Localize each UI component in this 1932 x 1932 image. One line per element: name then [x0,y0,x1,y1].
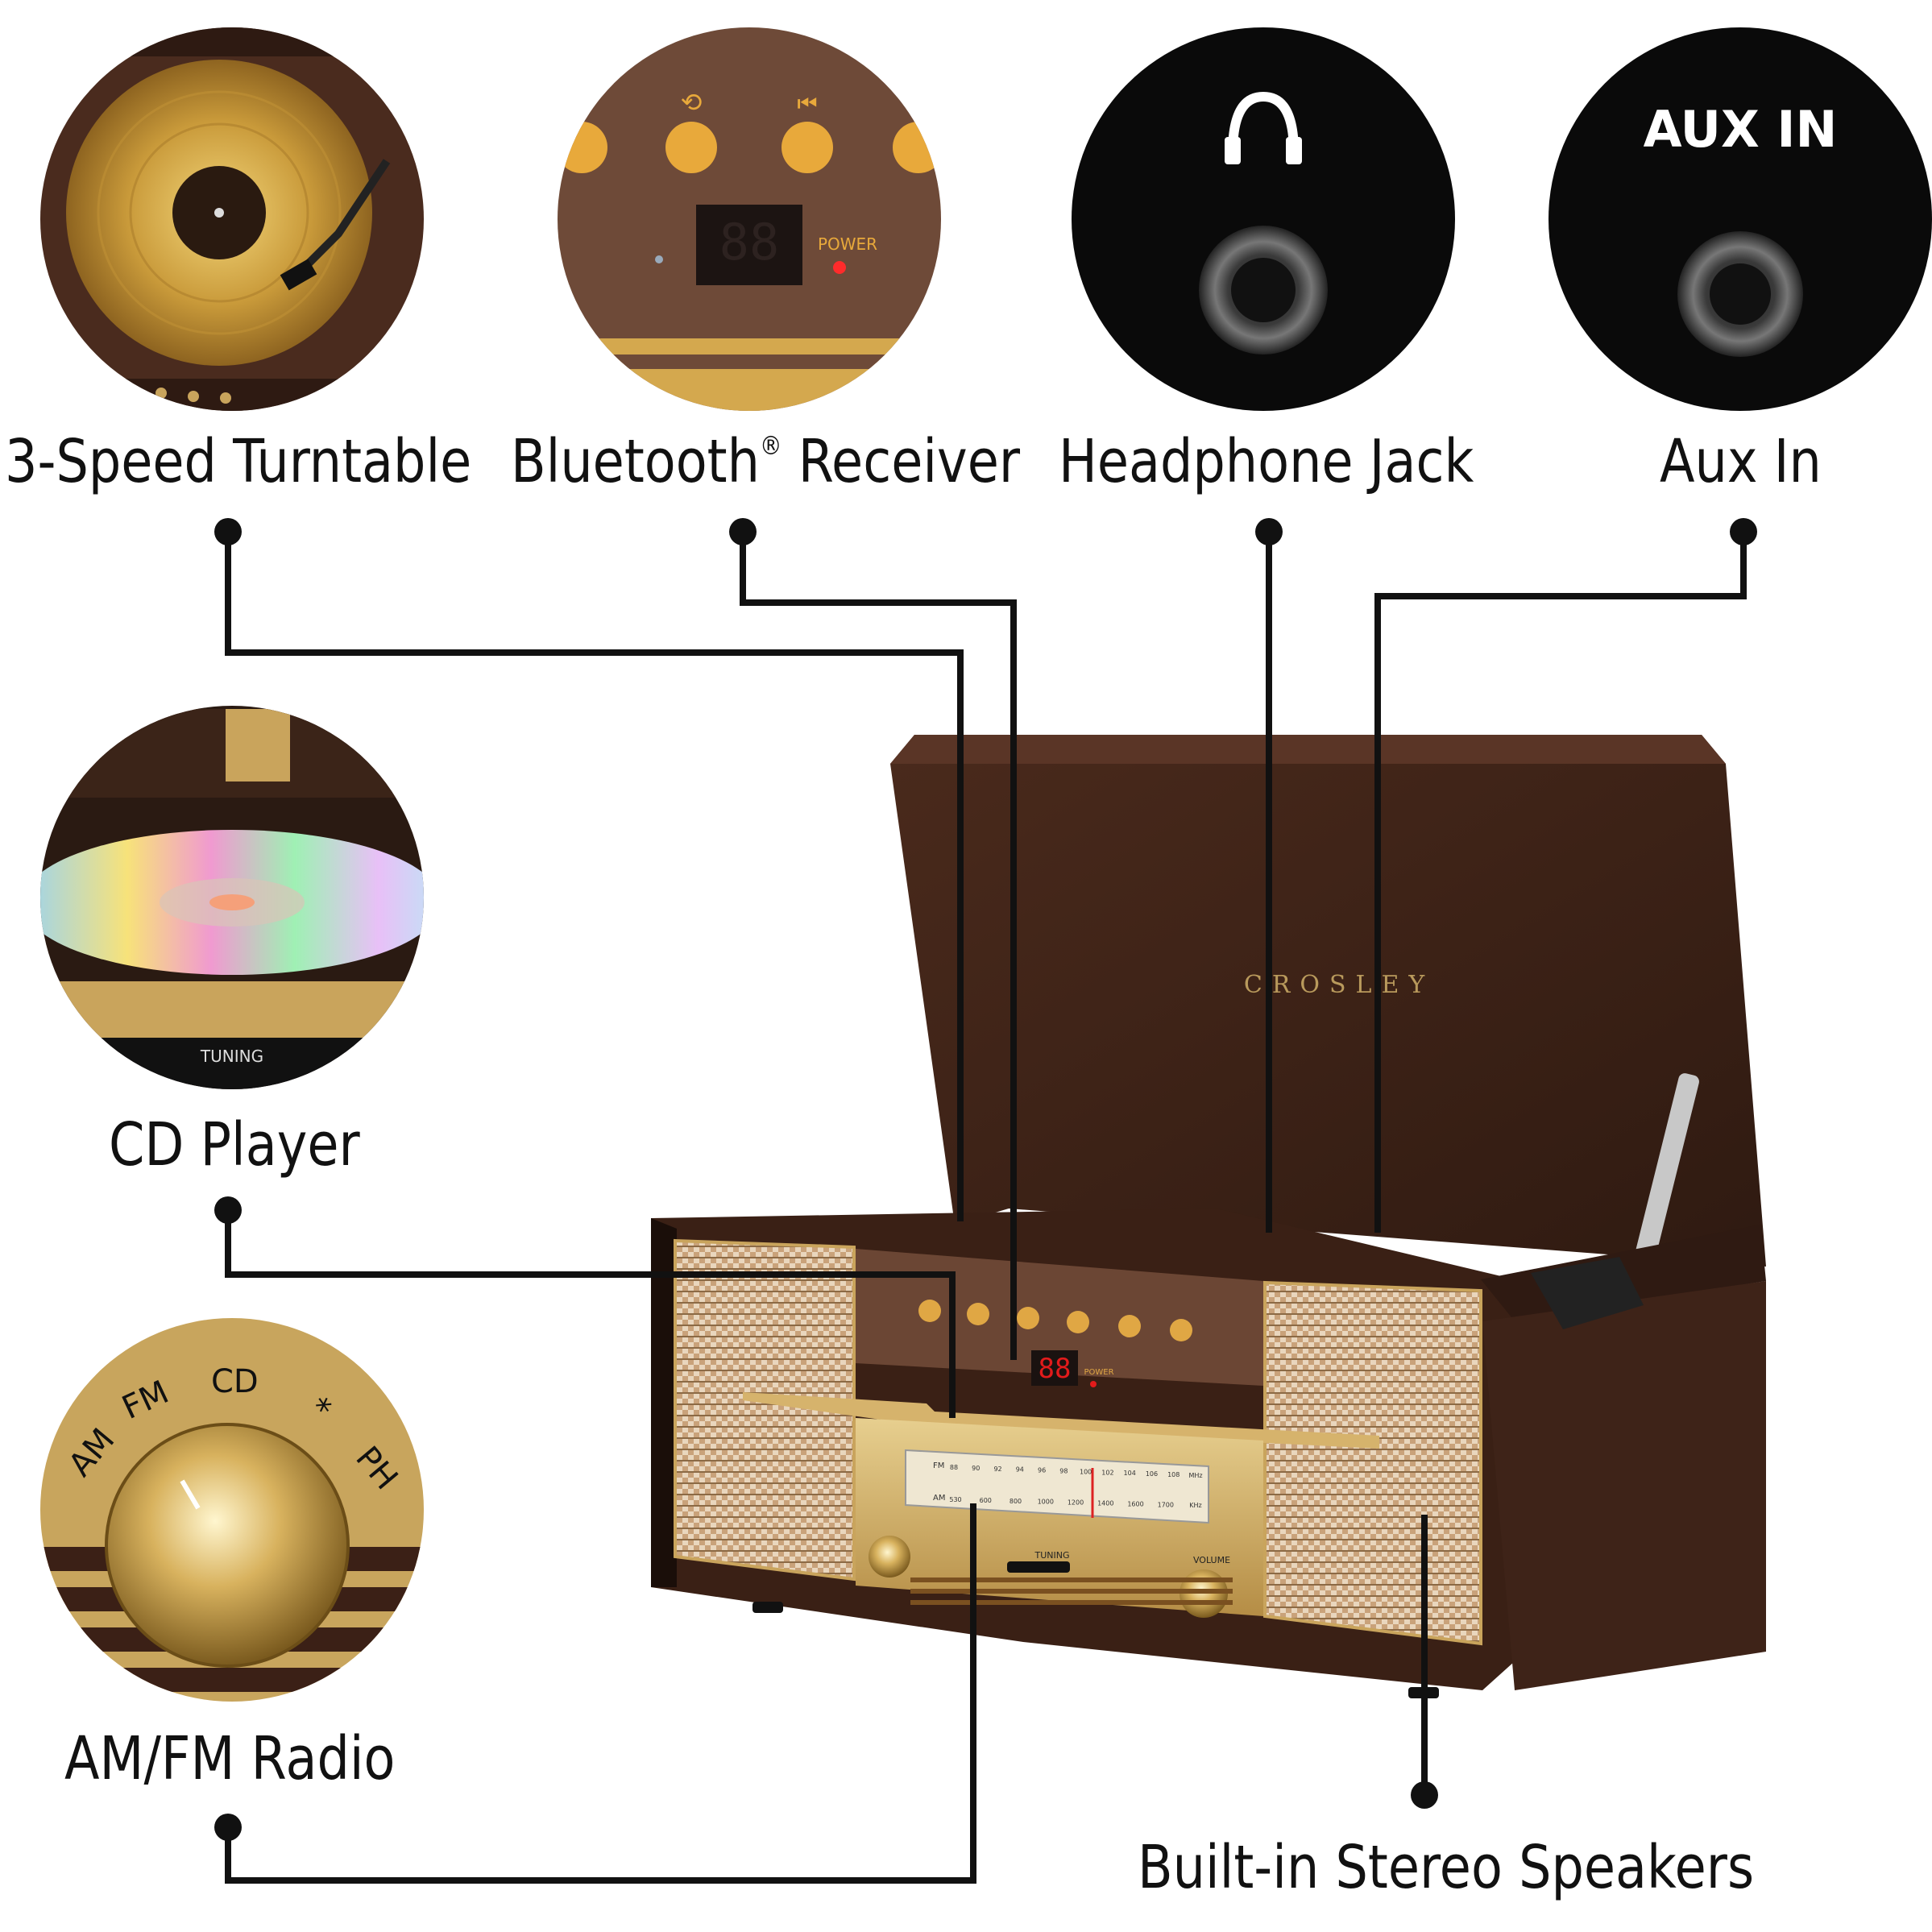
am-scale-tick: KHz [1189,1502,1201,1509]
label-cd: CD Player [109,1110,360,1180]
fm-scale-tick: 102 [1101,1469,1113,1476]
label-aux: Aux In [1660,427,1822,496]
leader-lines [225,532,1747,1884]
dot-bluetooth [729,518,757,545]
label-turntable: 3-Speed Turntable [5,427,472,496]
am-scale-tick: 1200 [1068,1499,1084,1507]
label-bluetooth-suffix: Receiver [782,427,1021,496]
bluetooth-detail: ⟲ ⏮ 88 POWER [558,27,941,411]
dot-aux [1730,518,1757,545]
leader-dots [214,518,1757,1841]
dot-turntable [214,518,242,545]
fm-scale-label: FM [933,1461,944,1470]
dot-cd [214,1196,242,1224]
label-bluetooth-main: Bluetooth [511,427,760,496]
dot-headphone [1255,518,1283,545]
svg-text:88: 88 [719,213,780,272]
am-scale-tick: 1700 [1158,1501,1174,1508]
am-scale-tick: 1000 [1038,1499,1054,1506]
am-scale-tick: 1400 [1097,1500,1113,1507]
leader-cd [225,1210,956,1418]
label-speakers: Built-in Stereo Speakers [1138,1833,1755,1902]
fm-scale-tick: 92 [993,1466,1001,1473]
product-power-label: POWER [1084,1368,1113,1377]
fm-scale-tick: 106 [1146,1470,1158,1478]
svg-text:⏮: ⏮ [797,90,817,117]
leader-bluetooth [740,532,1017,1360]
svg-text:⟲: ⟲ [681,87,703,118]
am-scale-tick: 1600 [1127,1500,1143,1507]
label-bluetooth: Bluetooth® Receiver [511,427,1020,496]
fm-scale-tick: 98 [1059,1468,1068,1475]
am-scale-tick: 600 [980,1497,992,1504]
leader-turntable [225,532,964,1221]
am-scale-label: AM [933,1494,945,1503]
tuning-text: TUNING [200,1047,263,1066]
fm-scale: 88 90 92 94 96 98 100 102 104 106 108 MHz [950,1464,1203,1479]
aux-detail: AUX IN [1549,27,1932,411]
cd-detail: TUNING [40,706,424,1089]
fm-scale-tick: 100 [1080,1468,1092,1475]
label-radio: AM/FM Radio [64,1724,396,1793]
led-display: 88 [1039,1353,1072,1385]
product-volume-label: VOLUME [1193,1555,1230,1565]
fm-scale-tick: 108 [1167,1471,1180,1478]
am-scale: 530 600 800 1000 1200 1400 1600 1700 KHz [949,1496,1201,1509]
leader-radio [225,1503,976,1884]
registered-mark: ® [759,430,782,461]
turntable-detail [40,27,424,411]
radio-detail: AM FM CD * PH [40,1318,424,1702]
aux-text: AUX IN [1644,100,1838,159]
leader-aux [1374,532,1747,1233]
am-scale-tick: 530 [949,1496,961,1503]
fm-scale-tick: 88 [950,1464,958,1471]
fm-scale-tick: 96 [1038,1467,1046,1474]
dot-speakers [1411,1781,1438,1809]
selector-cd: CD [211,1363,259,1400]
fm-scale-tick: 90 [972,1465,980,1472]
product-tuning-label: TUNING [1034,1550,1070,1561]
am-scale-tick: 800 [1010,1498,1022,1505]
brand-logo: CROSLEY [1244,971,1434,999]
headphone-detail [1072,27,1455,411]
fm-scale-tick: MHz [1188,1472,1202,1479]
fm-scale-tick: 104 [1124,1470,1136,1477]
dot-radio [214,1814,242,1841]
power-text: POWER [818,234,877,254]
label-headphone: Headphone Jack [1059,427,1474,496]
fm-scale-tick: 94 [1016,1466,1024,1474]
